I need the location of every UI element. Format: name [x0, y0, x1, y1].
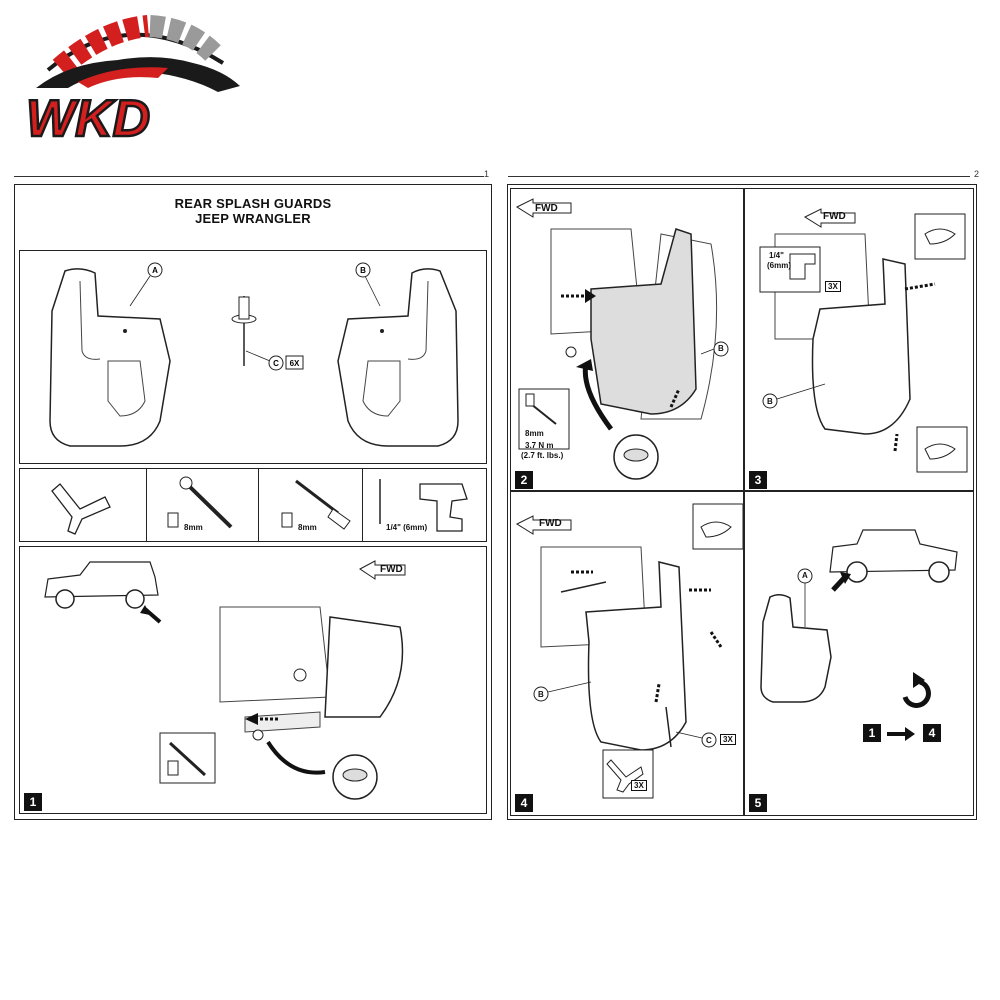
step-4-part-c-quantity: 3X — [720, 734, 736, 745]
step-4-panel: FWD B C 3X 3X 4 — [510, 491, 744, 816]
step-4-number: 4 — [515, 794, 533, 812]
splash-guard-a-illustration — [49, 268, 171, 447]
part-b-label: B — [360, 266, 366, 275]
step-2-fwd-label: FWD — [535, 203, 558, 214]
tools-panel: 8mm 8mm 1/4" (6mm) — [19, 468, 487, 542]
step-4-part-c-label: C — [706, 736, 712, 745]
title-line-2: JEEP WRANGLER — [195, 211, 311, 226]
parts-panel: A C 6X B — [19, 250, 487, 464]
drill-bit-size: 1/4" (6mm) — [386, 523, 428, 532]
splash-guard-a-illustration — [760, 594, 832, 703]
step-1-panel: FWD 1 — [19, 546, 487, 814]
step-1-illustration — [44, 560, 406, 800]
page-1-number: 1 — [484, 169, 490, 179]
page-2-rule — [508, 176, 970, 177]
step-1-number: 1 — [24, 793, 42, 811]
step-4-tool-quantity: 3X — [631, 780, 647, 791]
title-line-1: REAR SPLASH GUARDS — [174, 196, 332, 211]
jeep-illustration — [829, 529, 958, 583]
jeep-illustration — [44, 561, 159, 609]
step-2-torque-metric: 3.7 N m — [525, 441, 554, 450]
logo-text: WKD — [26, 90, 150, 138]
page-2-number: 2 — [974, 169, 980, 179]
step-2-number: 2 — [515, 471, 533, 489]
part-a-label: A — [152, 266, 158, 275]
step-3-drill-size: 1/4" — [769, 251, 784, 260]
step-5-number: 5 — [749, 794, 767, 812]
tool-rivet-remover — [20, 469, 147, 541]
step-4-illustration — [515, 503, 744, 799]
step-2-illustration — [515, 198, 729, 480]
tool-extension: 8mm — [258, 469, 363, 541]
socket-size-1: 8mm — [184, 523, 203, 532]
step-3-panel: FWD B 1/4" (6mm) 3X 3 — [744, 188, 974, 491]
step-5-part-a-label: A — [802, 571, 808, 580]
tool-drill: 1/4" (6mm) — [362, 469, 486, 541]
step-2-panel: FWD B 8mm 3.7 N m (2.7 ft. lbs.) 2 — [510, 188, 744, 491]
repeat-to-step: 4 — [923, 724, 941, 742]
step-3-fwd-label: FWD — [823, 211, 846, 222]
page-1-rule — [14, 176, 484, 177]
document-title: REAR SPLASH GUARDS JEEP WRANGLER — [14, 196, 492, 226]
step-4-part-b-label: B — [538, 690, 544, 699]
step-5-illustration — [760, 529, 958, 741]
part-c-label: C — [273, 359, 279, 368]
step-1-fwd-label: FWD — [380, 564, 403, 575]
step-3-part-b-label: B — [767, 397, 773, 406]
arrow-right-icon — [887, 727, 915, 741]
repeat-icon — [902, 679, 931, 708]
push-rivet-c-illustration — [231, 296, 257, 366]
step-2-torque-imperial: (2.7 ft. lbs.) — [521, 451, 564, 460]
splash-guard-b-illustration — [337, 268, 459, 447]
part-c-quantity: 6X — [290, 359, 300, 368]
step-4-fwd-label: FWD — [539, 518, 562, 529]
step-3-number: 3 — [749, 471, 767, 489]
step-3-drill-size-metric: (6mm) — [767, 261, 792, 270]
socket-size-2: 8mm — [298, 523, 317, 532]
step-2-part-b-label: B — [718, 344, 724, 353]
step-5-panel: A 1 4 5 — [744, 491, 974, 816]
step-2-socket-size: 8mm — [525, 429, 544, 438]
step-3-illustration — [759, 208, 968, 473]
wkd-logo: WKD — [8, 8, 258, 149]
step-3-quantity: 3X — [825, 281, 841, 292]
tool-ratchet: 8mm — [146, 469, 259, 541]
repeat-from-step: 1 — [863, 724, 881, 742]
